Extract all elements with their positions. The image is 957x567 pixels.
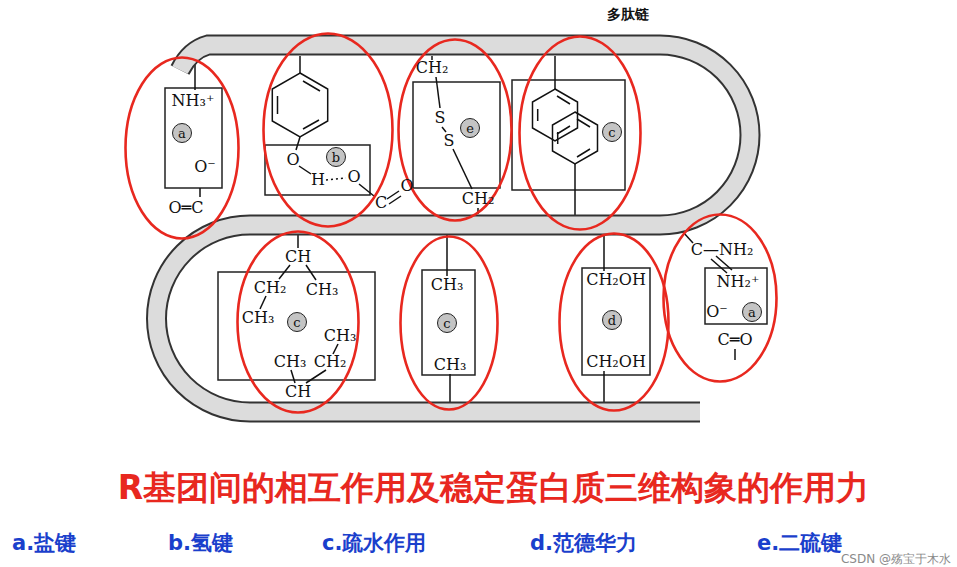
highlight-ellipse bbox=[401, 237, 498, 410]
highlight-ellipse bbox=[664, 215, 777, 382]
van-der-waals-ring: CH₂OH CH₂OH d bbox=[558, 232, 670, 412]
chemical-group: O bbox=[400, 178, 413, 194]
chemical-group: CH₂ bbox=[314, 354, 347, 370]
highlight-ellipse bbox=[238, 232, 359, 413]
chemical-group: H bbox=[311, 172, 325, 188]
chemical-group: O bbox=[347, 169, 360, 185]
interaction-label-circle: b bbox=[326, 147, 346, 167]
interaction-label-circle: c bbox=[602, 122, 622, 142]
chemical-group: NH₂⁺ bbox=[717, 274, 760, 290]
highlight-ellipse bbox=[397, 38, 513, 222]
highlight-ellipse bbox=[262, 32, 394, 228]
highlight-ellipse bbox=[126, 58, 239, 239]
interaction-letter: c bbox=[608, 126, 615, 139]
chemical-group: CH₃ bbox=[434, 357, 467, 373]
salt-bond-ring: NH₃⁺ O⁻ O═C a bbox=[124, 56, 240, 240]
chemical-group: CH₃ bbox=[274, 354, 307, 370]
highlight-ellipse bbox=[560, 234, 669, 411]
watermark: CSDN @殇宝于木水 bbox=[841, 553, 951, 566]
chemical-group: CH₂ bbox=[254, 280, 287, 296]
chemical-group: O⁻ bbox=[194, 159, 216, 175]
chain-fill bbox=[157, 45, 751, 412]
interaction-label-circle: a bbox=[742, 302, 762, 322]
interaction-letter: a bbox=[178, 127, 186, 140]
chemical-group: CH₂ bbox=[416, 60, 449, 76]
legend-item: b.氢键 bbox=[168, 532, 233, 555]
chemical-group: S bbox=[444, 133, 455, 149]
chemical-group: CH₃ bbox=[324, 328, 357, 344]
interaction-label-circle: d bbox=[602, 310, 622, 330]
hydrophobic-ring: c bbox=[518, 35, 642, 231]
chemical-group: C—NH₂ bbox=[691, 242, 754, 258]
interaction-letter: e bbox=[466, 122, 474, 135]
highlight-ellipse bbox=[264, 34, 393, 227]
figure-title: R基团间的相互作用及稳定蛋白质三维构象的作用力 bbox=[0, 470, 957, 506]
salt-bond-ring: C—NH₂ NH₂⁺ O⁻ C═O a bbox=[662, 213, 778, 383]
legend-item: e.二硫键 bbox=[757, 532, 842, 555]
chain-name: 多肽链 bbox=[607, 7, 649, 21]
interaction-letter: a bbox=[748, 306, 756, 319]
chemical-group: CH₂ bbox=[462, 191, 495, 207]
chemical-group: CH₃ bbox=[306, 282, 339, 298]
chemical-group: NH₃⁺ bbox=[172, 93, 215, 109]
highlight-ellipse bbox=[399, 40, 512, 221]
hydrogen-bond-ring: OHOb bbox=[262, 32, 394, 228]
interaction-label-circle: a bbox=[172, 123, 192, 143]
chemical-group: C bbox=[375, 195, 387, 211]
interaction-letter: c bbox=[443, 317, 450, 330]
interaction-label-circle: c bbox=[287, 312, 307, 332]
legend-item: c.疏水作用 bbox=[322, 532, 426, 555]
hydrophobic-ring: CH₃ CH₃ c bbox=[399, 235, 499, 411]
chemical-group: S bbox=[435, 110, 446, 126]
chemical-group: CH₃ bbox=[242, 310, 275, 326]
highlight-ellipse bbox=[520, 37, 641, 230]
chemical-group: CH bbox=[285, 249, 311, 265]
chemical-group: O═C bbox=[169, 200, 204, 216]
interaction-label-circle: c bbox=[437, 313, 457, 333]
legend-item: d.范德华力 bbox=[530, 532, 637, 555]
highlight-ellipse bbox=[662, 213, 778, 383]
interaction-letter: b bbox=[332, 151, 340, 164]
interaction-letter: d bbox=[608, 314, 616, 327]
chemical-group: O bbox=[286, 152, 299, 168]
hydrophobic-ring: CHCH₂CH₃CH₃CH₃CH₃CH₂CHc bbox=[236, 230, 360, 414]
disulfide-ring: CH₂ SS CH₂ e bbox=[397, 38, 513, 222]
highlight-ellipse bbox=[518, 35, 642, 231]
interaction-label-circle: e bbox=[460, 118, 480, 138]
chemical-group: CH₂OH bbox=[586, 272, 646, 288]
legend-item: a.盐键 bbox=[12, 532, 76, 555]
chemical-group: O⁻ bbox=[706, 304, 728, 320]
chemical-group: CH₃ bbox=[431, 277, 464, 293]
chemical-group: CH bbox=[285, 384, 311, 400]
chemical-group: C═O bbox=[718, 332, 753, 348]
chemical-group: CH₂OH bbox=[586, 354, 646, 370]
interaction-letter: c bbox=[293, 316, 300, 329]
chain-outline bbox=[157, 45, 751, 412]
